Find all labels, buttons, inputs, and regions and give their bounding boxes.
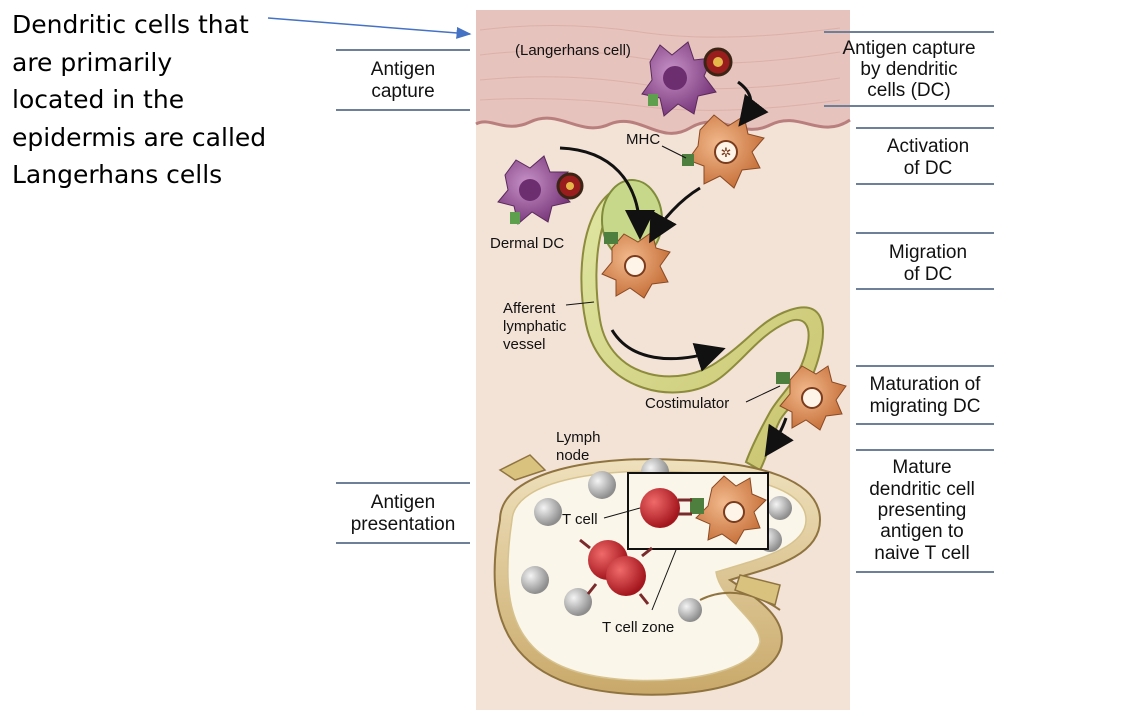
step-antigen-capture: Antigen capture by dendritic cells (DC) [824, 31, 994, 107]
svg-text:of DC: of DC [904, 158, 953, 179]
annotation-line: located in the [12, 85, 185, 114]
annotation-arrow [267, 17, 472, 39]
maturing-dc [776, 365, 847, 431]
dermal-dc [497, 155, 584, 225]
t-cell-zone-label: T cell zone [602, 619, 674, 636]
annotation-line: Dendritic cells that [12, 10, 249, 39]
svg-text:naive T cell: naive T cell [874, 543, 969, 564]
t-cell-zone-leader [651, 549, 677, 611]
costimulator-label: Costimulator [645, 395, 729, 412]
langerhans-cell [641, 41, 733, 117]
afferent-label-line2: lymphatic [503, 318, 567, 335]
mhc-label: MHC [626, 131, 660, 148]
svg-text:dendritic cell: dendritic cell [869, 479, 975, 500]
svg-text:by dendritic: by dendritic [860, 59, 957, 80]
dermal-migration-arrow [559, 146, 655, 240]
svg-text:antigen to: antigen to [880, 521, 963, 542]
left-label-antigen-capture: Antigen capture [336, 49, 470, 111]
vessel-flow-arrow [610, 329, 726, 372]
node-vessel-right [734, 574, 781, 606]
t-cell-in-box [640, 488, 692, 528]
costimulator-leader [745, 385, 781, 403]
svg-text:Antigen: Antigen [371, 492, 435, 513]
svg-text:✲: ✲ [721, 145, 732, 160]
afferent-label-line3: vessel [503, 336, 546, 353]
svg-text:capture: capture [371, 81, 434, 102]
step-maturation: Maturation of migrating DC [856, 365, 994, 425]
presenting-dc [690, 475, 767, 545]
lymph-node-label-line1: Lymph [556, 429, 600, 446]
t-cell-label: T cell [562, 511, 598, 528]
annotation-line: are primarily [12, 47, 173, 77]
activation-arrow [649, 186, 701, 244]
svg-text:migrating DC: migrating DC [870, 396, 981, 417]
svg-text:Maturation of: Maturation of [870, 374, 982, 395]
t-cell-leader [603, 507, 641, 519]
svg-text:Antigen capture: Antigen capture [842, 38, 975, 59]
step-presentation: Mature dendritic cell presenting antigen… [856, 449, 994, 573]
left-label-antigen-presentation: Antigen presentation [336, 482, 470, 544]
node-entry-arrow [764, 417, 794, 457]
annotation-text: Dendritic cells that are primarily locat… [12, 6, 312, 194]
activated-dc: ✲ [682, 114, 765, 189]
lymph-node-label-line2: node [556, 447, 589, 464]
mhc-leader [661, 145, 687, 159]
svg-text:of DC: of DC [904, 264, 953, 285]
step-activation: Activation of DC [856, 127, 994, 185]
node-afferent-left [498, 454, 547, 481]
svg-text:cells (DC): cells (DC) [867, 80, 950, 101]
langerhans-label: (Langerhans cell) [515, 42, 631, 59]
annotation-line: Langerhans cells [12, 160, 223, 189]
svg-text:Activation: Activation [887, 136, 969, 157]
svg-text:Antigen: Antigen [371, 59, 435, 80]
annotation-line: epidermis are called [12, 122, 267, 152]
t-cell-pair [579, 538, 653, 605]
svg-text:Mature: Mature [892, 457, 951, 478]
dermal-dc-label: Dermal DC [490, 235, 564, 252]
afferent-label-line1: Afferent [503, 300, 556, 317]
basement-membrane [475, 116, 851, 135]
svg-text:presenting: presenting [878, 500, 967, 521]
epidermis-texture [479, 24, 841, 111]
capture-arrow [737, 80, 769, 127]
afferent-leader [565, 301, 595, 306]
lymph-node-hilum [699, 591, 781, 611]
migrating-dc [601, 231, 671, 299]
svg-text:Migration: Migration [889, 242, 967, 263]
step-migration: Migration of DC [856, 232, 994, 290]
svg-text:presentation: presentation [351, 514, 456, 535]
